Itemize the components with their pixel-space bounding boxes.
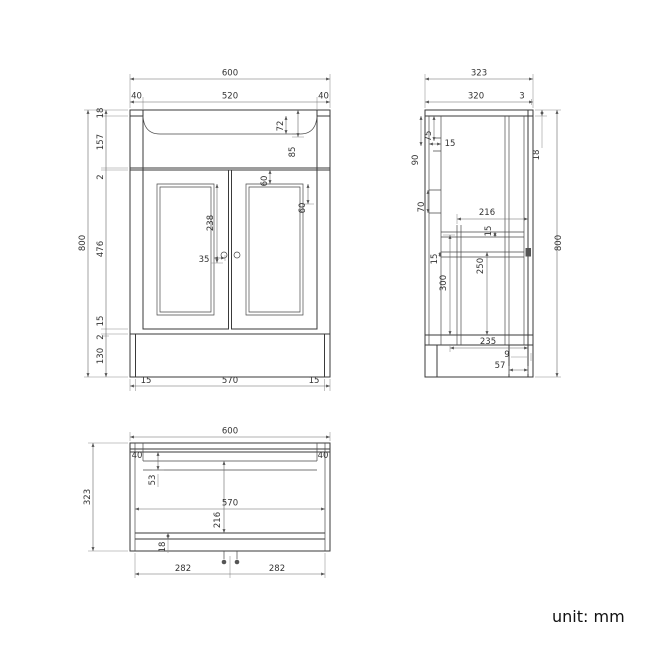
front-dim-top-thickness: 18: [96, 108, 106, 119]
front-dim-plinth-height: 130: [96, 348, 106, 364]
front-dim-base-left-inset: 15: [141, 376, 152, 386]
side-view-outline: [424, 109, 534, 378]
side-dim-front-drop: 70: [417, 202, 427, 213]
side-dim-back-gap: 9: [504, 350, 509, 360]
plan-view-dimensions: 600 40 40 323 53 570 216 18 282 282: [83, 427, 331, 578]
side-dim-rail-thickness: 15: [484, 226, 494, 237]
plan-dim-overall-depth: 323: [83, 489, 93, 505]
front-dim-gap-mid: 15: [96, 316, 106, 327]
side-dim-90: 90: [411, 155, 421, 166]
side-dim-overall-depth: 323: [471, 69, 487, 79]
side-view-dimensions: 323 320 3 800 18 75 90 15 70 216 15 15 3…: [411, 69, 564, 378]
front-dim-apron-height: 157: [96, 134, 106, 150]
front-dim-gap-mid2: 2: [96, 334, 106, 339]
front-dim-right-post: 40: [318, 92, 329, 102]
front-dim-overall-height: 800: [78, 235, 88, 251]
plan-view-outline: [129, 442, 331, 565]
plan-dim-door-depth: 216: [213, 512, 223, 528]
side-dim-base-span: 235: [480, 337, 496, 347]
side-dim-back-offset: 3: [519, 92, 524, 102]
front-dim-overall-width: 600: [222, 69, 238, 79]
side-view: 323 320 3 800 18 75 90 15 70 216 15 15 3…: [411, 69, 564, 378]
front-dim-frame-side: 60: [298, 203, 308, 214]
plan-dim-inner-width: 570: [222, 499, 238, 509]
front-dim-door-height: 476: [96, 241, 106, 257]
plan-dim-back-rail-depth: 53: [148, 475, 158, 486]
side-dim-shelf-height: 250: [476, 258, 486, 274]
side-dim-leg-depth: 57: [495, 361, 506, 371]
front-dim-left-post: 40: [131, 92, 142, 102]
side-dim-top-thickness: 18: [532, 150, 542, 161]
unit-label: unit: mm: [552, 607, 625, 626]
front-dim-panel-height: 238: [206, 215, 216, 231]
plan-view: 600 40 40 323 53 570 216 18 282 282: [83, 427, 331, 578]
front-dim-opening: 520: [222, 92, 238, 102]
left-door-knob: [220, 251, 228, 259]
plan-dim-front-thickness: 18: [158, 542, 168, 553]
back-fixing-detail: [525, 248, 531, 257]
side-dim-overall-height: 800: [554, 235, 564, 251]
front-dim-basin-drop: 72: [276, 121, 286, 132]
plan-dim-span-right: 282: [269, 564, 285, 574]
side-dim-shelf-thickness: 15: [430, 254, 440, 265]
plan-dim-right-post: 40: [318, 451, 329, 461]
side-dim-shelf-span: 216: [479, 208, 495, 218]
plan-dim-left-post: 40: [132, 451, 143, 461]
plan-left-knob: [221, 559, 227, 565]
plan-dim-span-left: 282: [175, 564, 191, 574]
front-dim-apron-drop: 85: [288, 147, 298, 158]
front-view-outline: [129, 109, 331, 378]
front-view-dimensions: 600 40 520 40 18 157 2 476 15 2 130 800 …: [78, 69, 331, 391]
front-dim-gap-top: 2: [96, 174, 106, 179]
front-dim-base-right-inset: 15: [309, 376, 320, 386]
plan-right-knob: [234, 559, 240, 565]
front-dim-base-width: 570: [222, 376, 238, 386]
front-view: 600 40 520 40 18 157 2 476 15 2 130 800 …: [78, 69, 331, 391]
front-dim-knob-offset: 35: [199, 255, 210, 265]
side-dim-front-thickness: 15: [445, 139, 456, 149]
plan-dim-overall-width: 600: [222, 427, 238, 437]
front-dim-frame-top: 60: [260, 176, 270, 187]
side-dim-lower-height: 300: [439, 275, 449, 291]
side-dim-body-depth: 320: [468, 92, 484, 102]
side-dim-75: 75: [424, 131, 434, 142]
right-door-knob: [233, 251, 241, 259]
